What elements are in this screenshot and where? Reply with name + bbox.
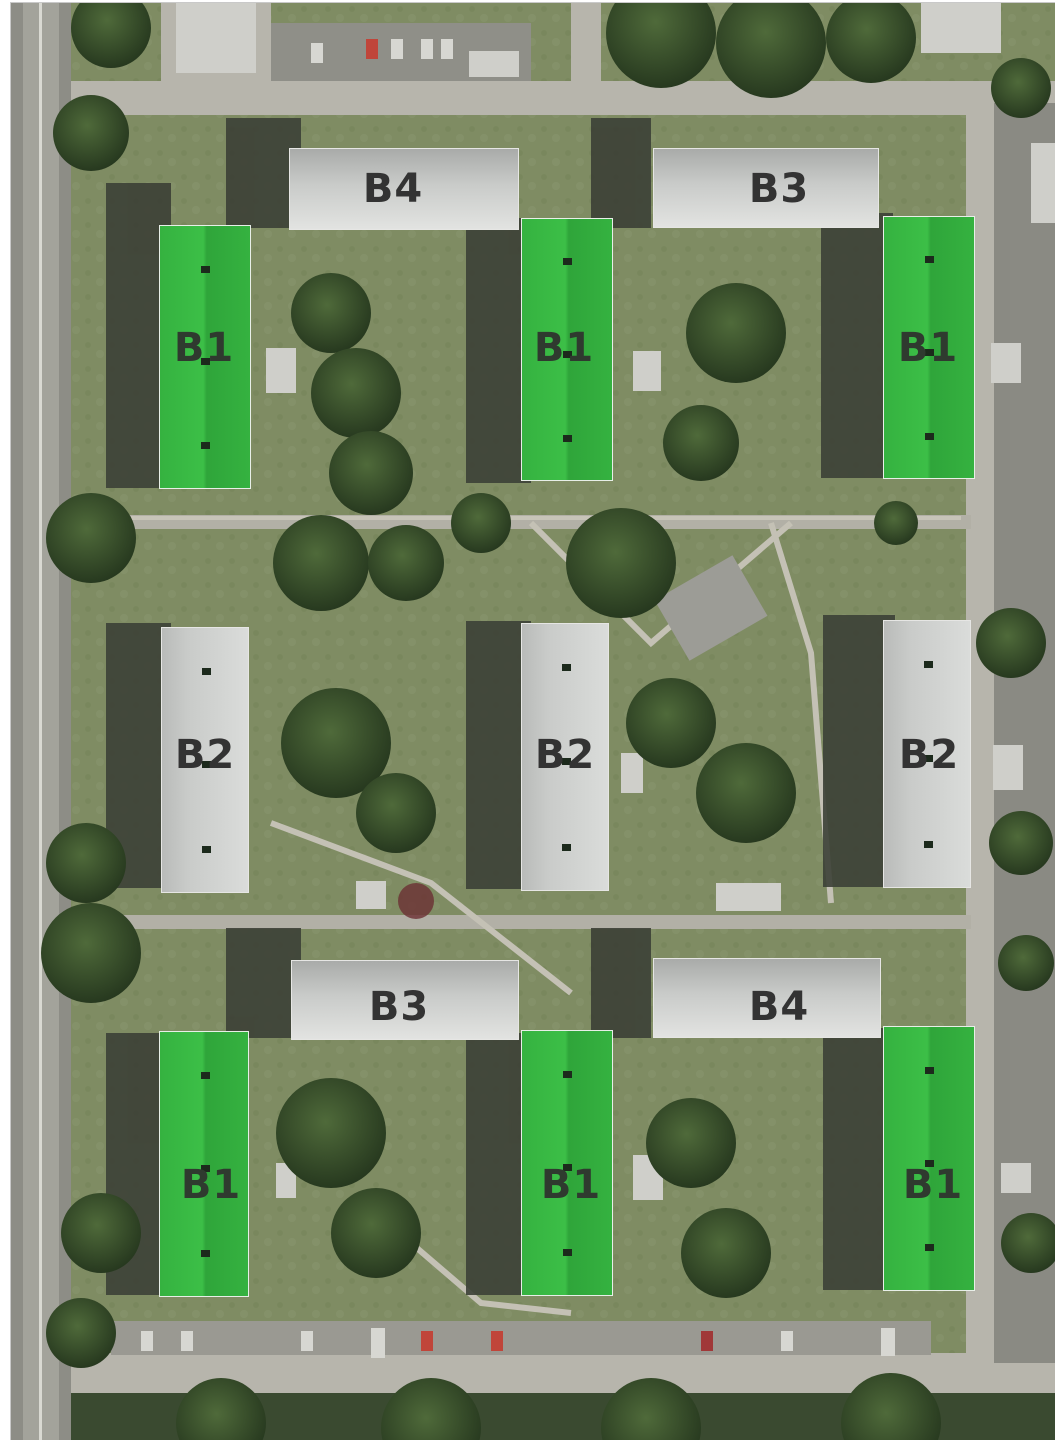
green-roof-building-b1: [883, 1026, 975, 1291]
grey-roof-building-b4: [289, 148, 519, 230]
grey-roof-building-b2: [161, 627, 249, 893]
green-roof-building-b1: [159, 1031, 249, 1297]
roof-vent: [925, 1066, 935, 1074]
roof-vent: [201, 442, 211, 450]
grey-roof-building-b3: [653, 148, 879, 228]
roof-vent: [200, 1165, 210, 1172]
building-label: B1: [540, 1162, 602, 1208]
building-label: B1: [180, 1162, 242, 1208]
roof-vent: [563, 258, 573, 266]
roof-vent: [563, 350, 573, 358]
roof-vent: [561, 758, 571, 765]
green-roof-building-b1: [159, 225, 251, 489]
roof-vent: [200, 1071, 210, 1079]
roof-vent: [201, 265, 211, 273]
grey-roof-building-b2: [883, 620, 971, 888]
building-label: B1: [897, 325, 959, 371]
roof-vent: [563, 434, 573, 442]
roof-vent: [200, 1250, 210, 1258]
building-label: B3: [368, 984, 430, 1030]
building-label: B3: [748, 166, 810, 212]
roof-vent: [925, 1159, 935, 1167]
building-label: B2: [898, 732, 960, 778]
grey-roof-building-b4: [653, 958, 881, 1038]
grey-roof-building-b2: [521, 623, 609, 891]
roof-vent: [201, 358, 211, 365]
roof-vent: [563, 1164, 573, 1171]
roof-vent: [201, 667, 211, 675]
building-label: B1: [902, 1162, 964, 1208]
building-label: B1: [533, 325, 595, 371]
roof-vent: [201, 761, 211, 768]
green-roof-building-b1: [521, 218, 613, 481]
roof-vent: [561, 843, 571, 851]
roof-vent: [561, 664, 571, 672]
roof-vent: [925, 432, 935, 440]
building-label: B2: [174, 732, 236, 778]
building-label: B1: [173, 325, 235, 371]
roof-vent: [563, 1249, 573, 1257]
building-label: B4: [362, 166, 424, 212]
grey-roof-building-b3: [291, 960, 519, 1040]
roof-vent: [923, 840, 933, 848]
roof-vent: [563, 1070, 573, 1078]
green-roof-building-b1: [521, 1030, 613, 1296]
roof-vent: [923, 661, 933, 669]
green-roof-building-b1: [883, 216, 975, 479]
roof-vent: [201, 846, 211, 854]
building-label: B4: [748, 984, 810, 1030]
roof-vent: [925, 256, 935, 264]
building-label: B2: [534, 732, 596, 778]
roof-vent: [925, 348, 935, 356]
roof-vent: [923, 755, 933, 762]
roof-vent: [925, 1244, 935, 1252]
